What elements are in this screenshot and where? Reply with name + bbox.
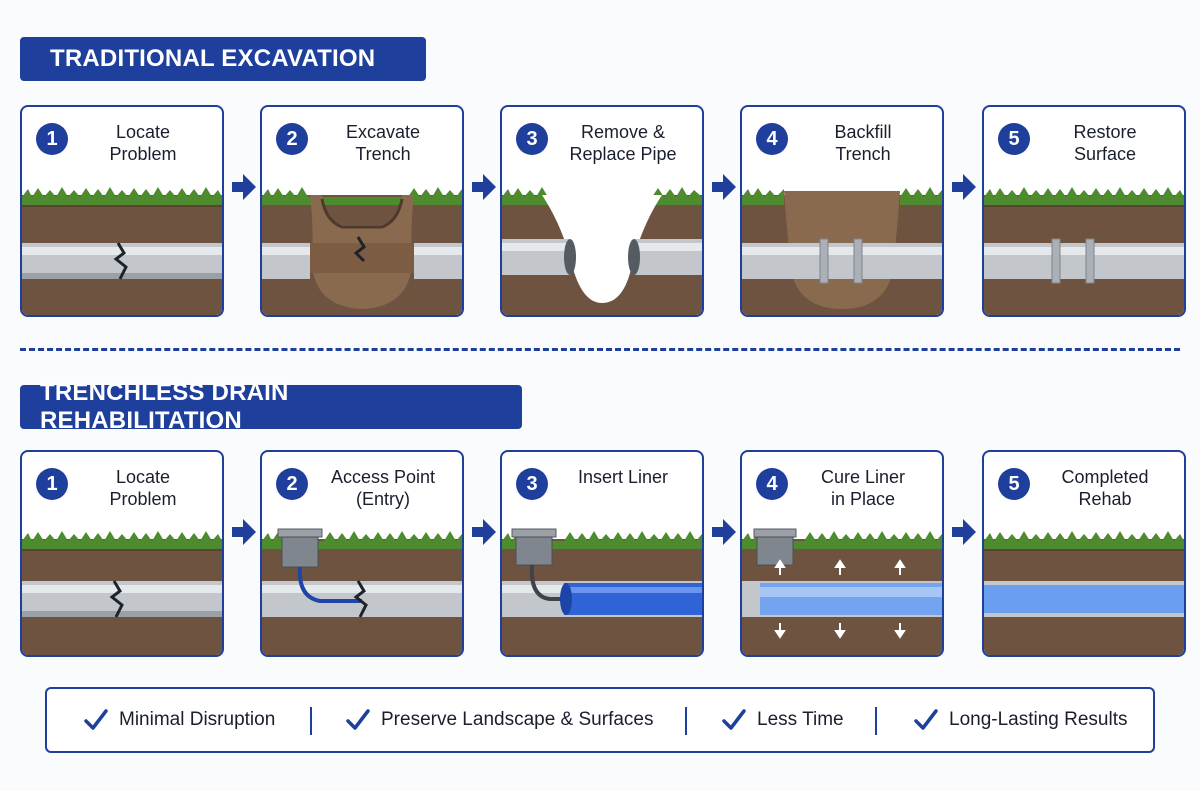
step-number: 2 xyxy=(276,468,308,500)
check-icon xyxy=(346,709,370,730)
trad-step-4-card: 4 Backfill Trench xyxy=(740,105,944,317)
section-divider xyxy=(20,348,1180,351)
benefit-minimal-disruption: Minimal Disruption xyxy=(83,689,275,751)
arrow-right-icon xyxy=(952,174,976,200)
step-label: Remove & Replace Pipe xyxy=(569,122,677,164)
step-number: 1 xyxy=(36,123,68,155)
step-label: Completed Rehab xyxy=(1061,467,1149,509)
cure-liner-scene xyxy=(742,528,942,655)
step-number: 2 xyxy=(276,123,308,155)
step-label: Locate Problem xyxy=(109,467,177,509)
insert-liner-scene xyxy=(502,528,702,655)
step-label: Cure Liner in Place xyxy=(820,467,906,509)
arrow-right-icon xyxy=(712,519,736,545)
check-icon xyxy=(84,709,108,730)
trenchless-rehab-title: TRENCHLESS DRAIN REHABILITATION xyxy=(20,379,522,434)
benefit-long-lasting: Long-Lasting Results xyxy=(913,689,1128,751)
step-label: Insert Liner xyxy=(577,467,669,487)
step-number: 4 xyxy=(756,123,788,155)
traditional-steps: 1 Locate Problem 2 Excavate Trench xyxy=(20,105,1186,317)
benefit-preserve-landscape: Preserve Landscape & Surfaces xyxy=(345,689,654,751)
benefit-label: Less Time xyxy=(757,709,844,730)
trench-step-1-card: 1 Locate Problem xyxy=(20,450,224,657)
benefits-bar: Minimal Disruption Preserve Landscape & … xyxy=(45,687,1155,753)
arrow-right-icon xyxy=(712,174,736,200)
traditional-excavation-title: TRADITIONAL EXCAVATION xyxy=(20,37,426,81)
benefit-separator xyxy=(685,707,687,735)
crack-pipe-scene xyxy=(22,531,222,655)
step-label: Excavate Trench xyxy=(345,122,421,164)
trenchless-steps: 1 Locate Problem 2 Access Point (Entry) xyxy=(20,450,1186,657)
benefit-separator xyxy=(310,707,312,735)
step-number: 4 xyxy=(756,468,788,500)
benefit-label: Minimal Disruption xyxy=(119,709,276,730)
trench-step-2-card: 2 Access Point (Entry) xyxy=(260,450,464,657)
arrow-right-icon xyxy=(952,519,976,545)
step-label: Backfill Trench xyxy=(834,122,892,164)
step-number: 3 xyxy=(516,123,548,155)
trad-step-3-card: 3 Remove & Replace Pipe xyxy=(500,105,704,317)
backfilled-trench-scene xyxy=(742,187,942,315)
step-label: Restore Surface xyxy=(1073,122,1137,164)
access-point-scene xyxy=(262,528,462,655)
trench-step-5-card: 5 Completed Rehab xyxy=(982,450,1186,657)
benefit-label: Long-Lasting Results xyxy=(949,709,1128,730)
restored-surface-scene xyxy=(984,187,1184,315)
step-number: 3 xyxy=(516,468,548,500)
benefit-separator xyxy=(875,707,877,735)
trad-step-5-card: 5 Restore Surface xyxy=(982,105,1186,317)
check-icon xyxy=(914,709,938,730)
trench-step-3-card: 3 Insert Liner xyxy=(500,450,704,657)
trad-step-1-card: 1 Locate Problem xyxy=(20,105,224,317)
benefit-less-time: Less Time xyxy=(721,689,844,751)
step-label: Locate Problem xyxy=(109,122,177,164)
step-number: 5 xyxy=(998,123,1030,155)
trench-step-4-card: 4 Cure Liner in Place xyxy=(740,450,944,657)
completed-rehab-scene xyxy=(984,531,1184,655)
trad-step-2-card: 2 Excavate Trench xyxy=(260,105,464,317)
arrow-right-icon xyxy=(472,519,496,545)
excavated-trench-scene xyxy=(262,187,462,315)
step-number: 1 xyxy=(36,468,68,500)
arrow-right-icon xyxy=(232,519,256,545)
arrow-right-icon xyxy=(472,174,496,200)
step-label: Access Point (Entry) xyxy=(330,467,436,509)
arrow-right-icon xyxy=(232,174,256,200)
benefit-label: Preserve Landscape & Surfaces xyxy=(381,709,654,730)
crack-pipe-scene xyxy=(22,185,222,315)
check-icon xyxy=(722,709,746,730)
step-number: 5 xyxy=(998,468,1030,500)
open-trench-scene xyxy=(502,187,702,315)
